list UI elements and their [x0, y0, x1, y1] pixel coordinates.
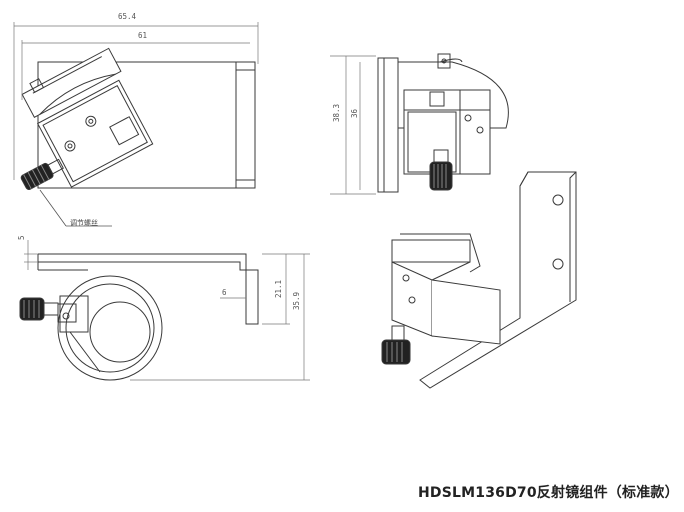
- dim-front-height-outer: 35.9: [292, 291, 301, 310]
- dim-top-width-overall: 65.4: [118, 12, 137, 21]
- adjust-screw-label: 调节螺丝: [70, 219, 98, 227]
- dim-front-slot: 6: [222, 288, 227, 297]
- top-view: [20, 47, 256, 191]
- adjust-knob-top: [20, 158, 64, 191]
- dim-side-height-inner: 36: [350, 108, 359, 118]
- adjust-knob-front: [19, 297, 59, 321]
- dim-front-offset: 5: [17, 235, 26, 240]
- drawing-caption: HDSLM136D70反射镜组件（标准款）: [418, 485, 679, 501]
- side-view: [377, 53, 509, 193]
- dim-front-height-inner: 21.1: [274, 279, 283, 298]
- adjust-knob-iso: [381, 325, 411, 365]
- front-view: [19, 253, 259, 381]
- dimension-lines: [13, 22, 376, 381]
- adjust-knob-side: [429, 149, 453, 191]
- isometric-view: [381, 171, 577, 389]
- dim-top-width-inner: 61: [138, 31, 148, 40]
- dim-side-height-outer: 38.3: [332, 103, 341, 122]
